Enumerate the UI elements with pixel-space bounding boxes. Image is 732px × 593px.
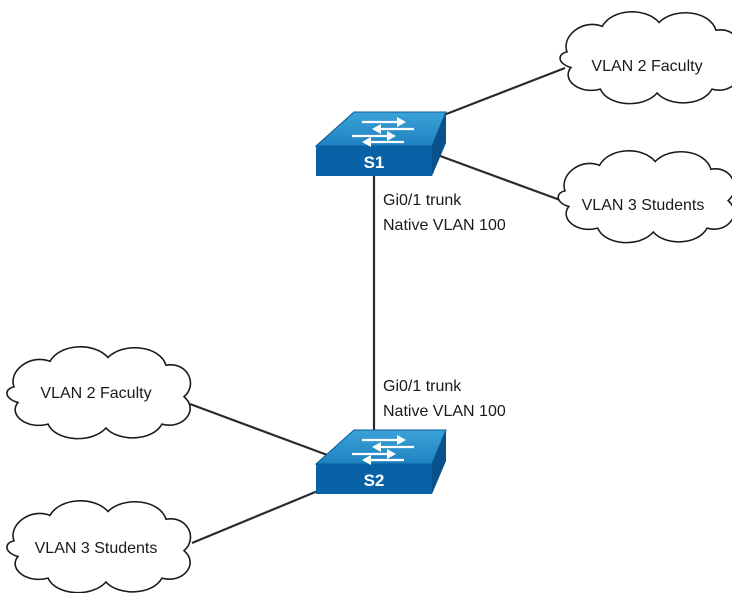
switch-s2: S2 bbox=[314, 429, 447, 494]
cloud-vlan3-students-s1: VLAN 3 Students bbox=[557, 150, 732, 244]
link-s1-students bbox=[431, 151, 561, 202]
cloud-vlan2-faculty-s2: VLAN 2 Faculty bbox=[6, 346, 192, 440]
link-s2-students bbox=[191, 486, 326, 545]
cloud-vlan3-students-s2: VLAN 3 Students bbox=[6, 500, 192, 593]
trunk-port-label: Gi0/1 trunk bbox=[383, 378, 462, 395]
link-s2-faculty bbox=[189, 402, 331, 458]
trunk-port-label: Gi0/1 trunk bbox=[383, 192, 462, 209]
cloud-label: VLAN 3 Students bbox=[35, 540, 158, 557]
cloud-label: VLAN 2 Faculty bbox=[40, 385, 151, 402]
cloud-label: VLAN 3 Students bbox=[582, 197, 705, 214]
switch-arrows-icon bbox=[352, 435, 414, 465]
switch-s1: S1 bbox=[314, 111, 447, 176]
cloud-label: VLAN 2 Faculty bbox=[591, 58, 702, 75]
cloud-vlan2-faculty-s1: VLAN 2 Faculty bbox=[559, 11, 732, 105]
native-vlan-label: Native VLAN 100 bbox=[383, 403, 506, 420]
switch-arrows-icon bbox=[352, 117, 414, 147]
native-vlan-label: Native VLAN 100 bbox=[383, 217, 506, 234]
switch-label: S2 bbox=[364, 471, 385, 490]
trunk-label-s1: Gi0/1 trunk Native VLAN 100 bbox=[383, 192, 506, 234]
switch-label: S1 bbox=[364, 153, 385, 172]
link-s1-faculty bbox=[435, 66, 566, 120]
trunk-label-s2: Gi0/1 trunk Native VLAN 100 bbox=[383, 378, 506, 420]
